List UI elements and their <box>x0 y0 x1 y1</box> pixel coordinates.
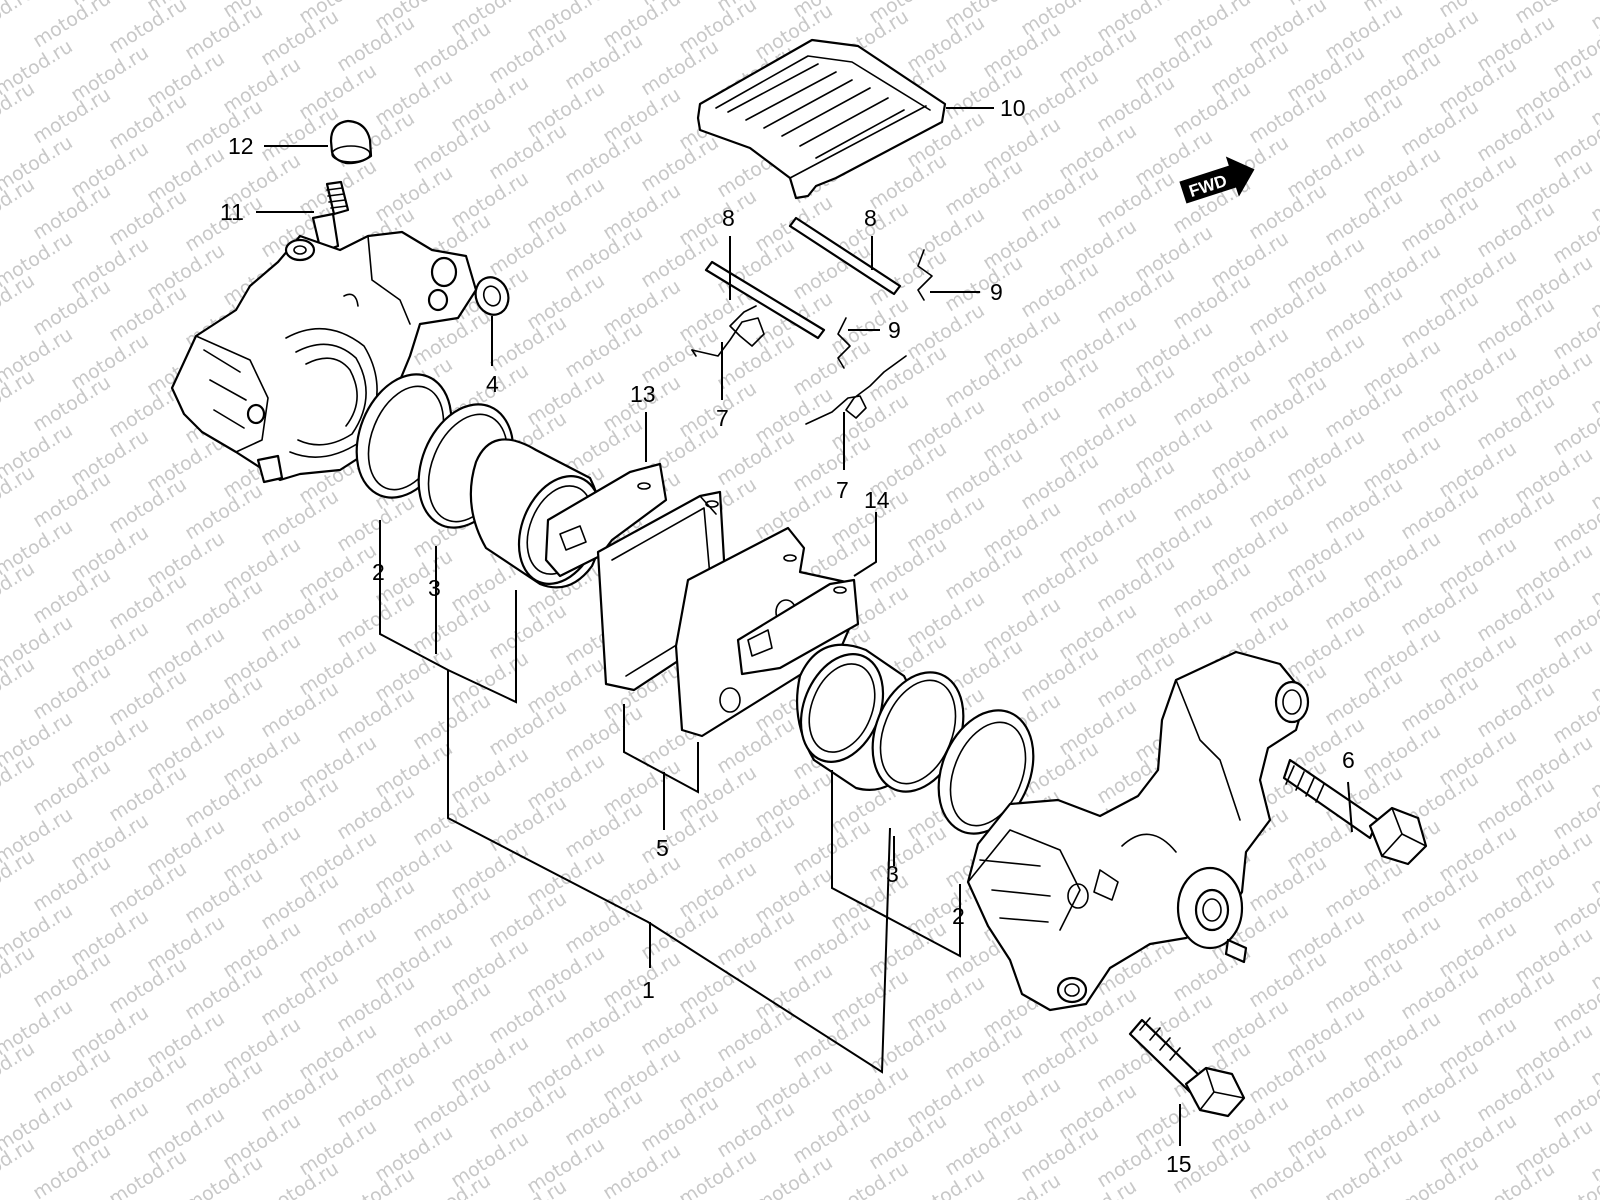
callout-1: 1 <box>642 977 655 1003</box>
part-7-anti-rattle-spring-left <box>691 305 765 357</box>
callout-6: 6 <box>1342 747 1355 773</box>
callout-12: 12 <box>228 133 254 159</box>
watermark-text: motod.ru <box>599 1139 685 1200</box>
part-15-mounting-bolt <box>1128 1017 1246 1118</box>
watermark-text: motod.ru <box>105 0 191 58</box>
callout-4: 4 <box>486 371 499 397</box>
part-4-o-ring <box>474 276 510 316</box>
caliper-left-half <box>170 230 478 484</box>
callout-11: 11 <box>220 199 244 225</box>
callout-7-right: 7 <box>836 477 849 503</box>
watermark-text: motod.ru <box>29 0 115 52</box>
part-6-mounting-bolt <box>1282 758 1428 866</box>
callout-8-lower: 8 <box>722 205 735 231</box>
callout-9-upper: 9 <box>990 279 1003 305</box>
callout-15: 15 <box>1166 1151 1192 1177</box>
callout-7-left: 7 <box>716 405 729 431</box>
callout-14: 14 <box>864 487 890 513</box>
leader-lines <box>256 107 1353 1146</box>
callout-8-upper: 8 <box>864 205 877 231</box>
callout-13: 13 <box>630 381 656 407</box>
right-dust-seal <box>937 709 1035 835</box>
callout-9-lower: 9 <box>888 317 901 343</box>
callout-2-left: 2 <box>372 559 385 585</box>
part-13-pad-shim <box>544 462 668 578</box>
callout-10: 10 <box>1000 95 1026 121</box>
part-7-anti-rattle-spring-right <box>805 355 907 425</box>
callout-3-right: 3 <box>886 861 899 887</box>
part-8-pad-pin-upper <box>788 216 902 296</box>
part-9-pin-clip-lower <box>837 317 851 369</box>
callout-3-left: 3 <box>428 575 441 601</box>
part-8-pad-pin-lower <box>704 260 826 340</box>
watermark-text: motod.ru <box>1587 0 1600 34</box>
callout-2-right: 2 <box>952 903 965 929</box>
part-9-pin-clip-upper <box>917 249 933 301</box>
callout-5: 5 <box>656 835 669 861</box>
caliper-right-half <box>966 650 1310 1012</box>
watermark-text: motod.ru <box>675 1145 761 1200</box>
part-14-pad-shim <box>736 578 860 676</box>
part-10-pad-spring <box>696 38 947 200</box>
callout-labels: 10 12 11 8 8 9 9 4 13 7 7 14 2 3 6 5 3 2… <box>220 95 1355 1177</box>
part-12-bleeder-cap <box>329 119 373 165</box>
